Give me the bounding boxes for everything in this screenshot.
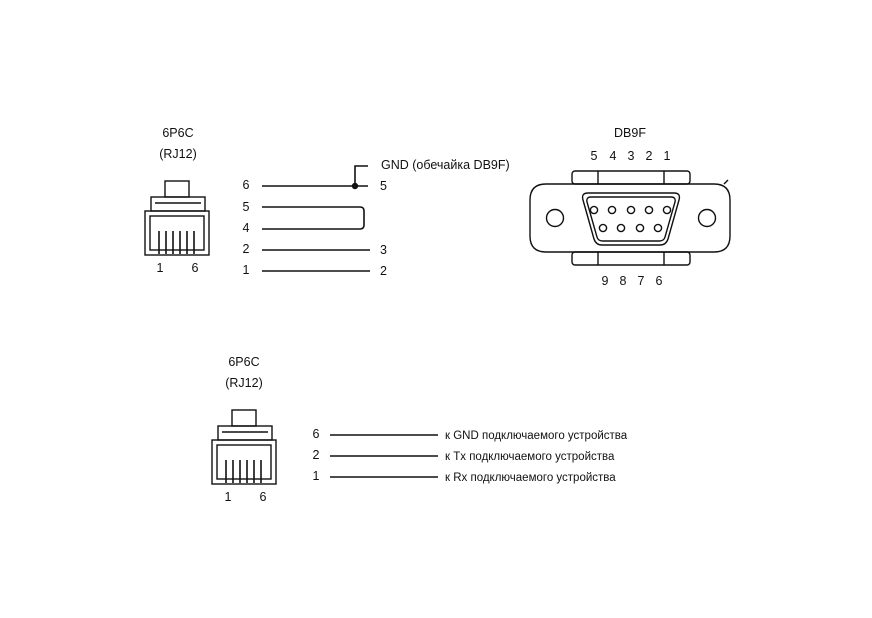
bottom-cable-diagram: 6P6C (RJ12) 1 6 6 2 1 — [211, 355, 628, 504]
top-connector-name: 6P6C — [162, 126, 193, 140]
bottom-rj12-plug-icon — [211, 409, 277, 485]
bottom-wire-description: к Rx подключаемого устройства — [445, 472, 616, 484]
top-left-pin-label: 4 — [243, 221, 250, 235]
top-connector-alias: (RJ12) — [159, 147, 197, 161]
db9f-connector-icon — [529, 170, 731, 266]
top-connector-pin-last: 6 — [192, 261, 199, 275]
db9-top-pin-label: 4 — [610, 149, 617, 163]
db9-name: DB9F — [614, 126, 646, 140]
db9-bottom-pin-label: 6 — [656, 274, 663, 288]
top-cable-diagram: 6P6C (RJ12) 1 6 6 5 4 2 1 — [144, 126, 731, 288]
bottom-wires — [330, 434, 438, 478]
db9-bottom-pin-label: 7 — [638, 274, 645, 288]
db9-top-pin-label: 1 — [664, 149, 671, 163]
top-wire-loop — [262, 206, 365, 230]
top-right-pin-label: 3 — [380, 243, 387, 257]
bottom-connector-pin-first: 1 — [225, 490, 232, 504]
bottom-wire-description: к GND подключаемого устройства — [445, 430, 628, 442]
bottom-wire-description: к Tx подключаемого устройства — [445, 451, 615, 463]
bottom-connector-alias: (RJ12) — [225, 376, 263, 390]
top-right-pin-label: 5 — [380, 179, 387, 193]
db9-top-pin-label: 2 — [646, 149, 653, 163]
bottom-wire-pin-label: 2 — [313, 448, 320, 462]
top-left-pin-label: 1 — [243, 263, 250, 277]
top-connector-pin-first: 1 — [157, 261, 164, 275]
top-right-pin-label: 2 — [380, 264, 387, 278]
top-gnd-note: GND (обечайка DB9F) — [381, 158, 510, 172]
top-rj12-plug-icon — [144, 180, 210, 256]
db9-top-pin-label: 3 — [628, 149, 635, 163]
db9-top-pin-label: 5 — [591, 149, 598, 163]
bottom-wire-pin-label: 1 — [313, 469, 320, 483]
top-wire-gnd-riser — [354, 165, 368, 186]
db9-bottom-pin-label: 9 — [602, 274, 609, 288]
top-junction-dot — [351, 182, 359, 190]
top-wires — [262, 165, 370, 272]
bottom-wire-pin-label: 6 — [313, 427, 320, 441]
bottom-connector-name: 6P6C — [228, 355, 259, 369]
top-left-pin-label: 5 — [243, 200, 250, 214]
bottom-connector-pin-last: 6 — [260, 490, 267, 504]
db9-bottom-pin-label: 8 — [620, 274, 627, 288]
top-left-pin-label: 6 — [243, 178, 250, 192]
top-left-pin-label: 2 — [243, 242, 250, 256]
